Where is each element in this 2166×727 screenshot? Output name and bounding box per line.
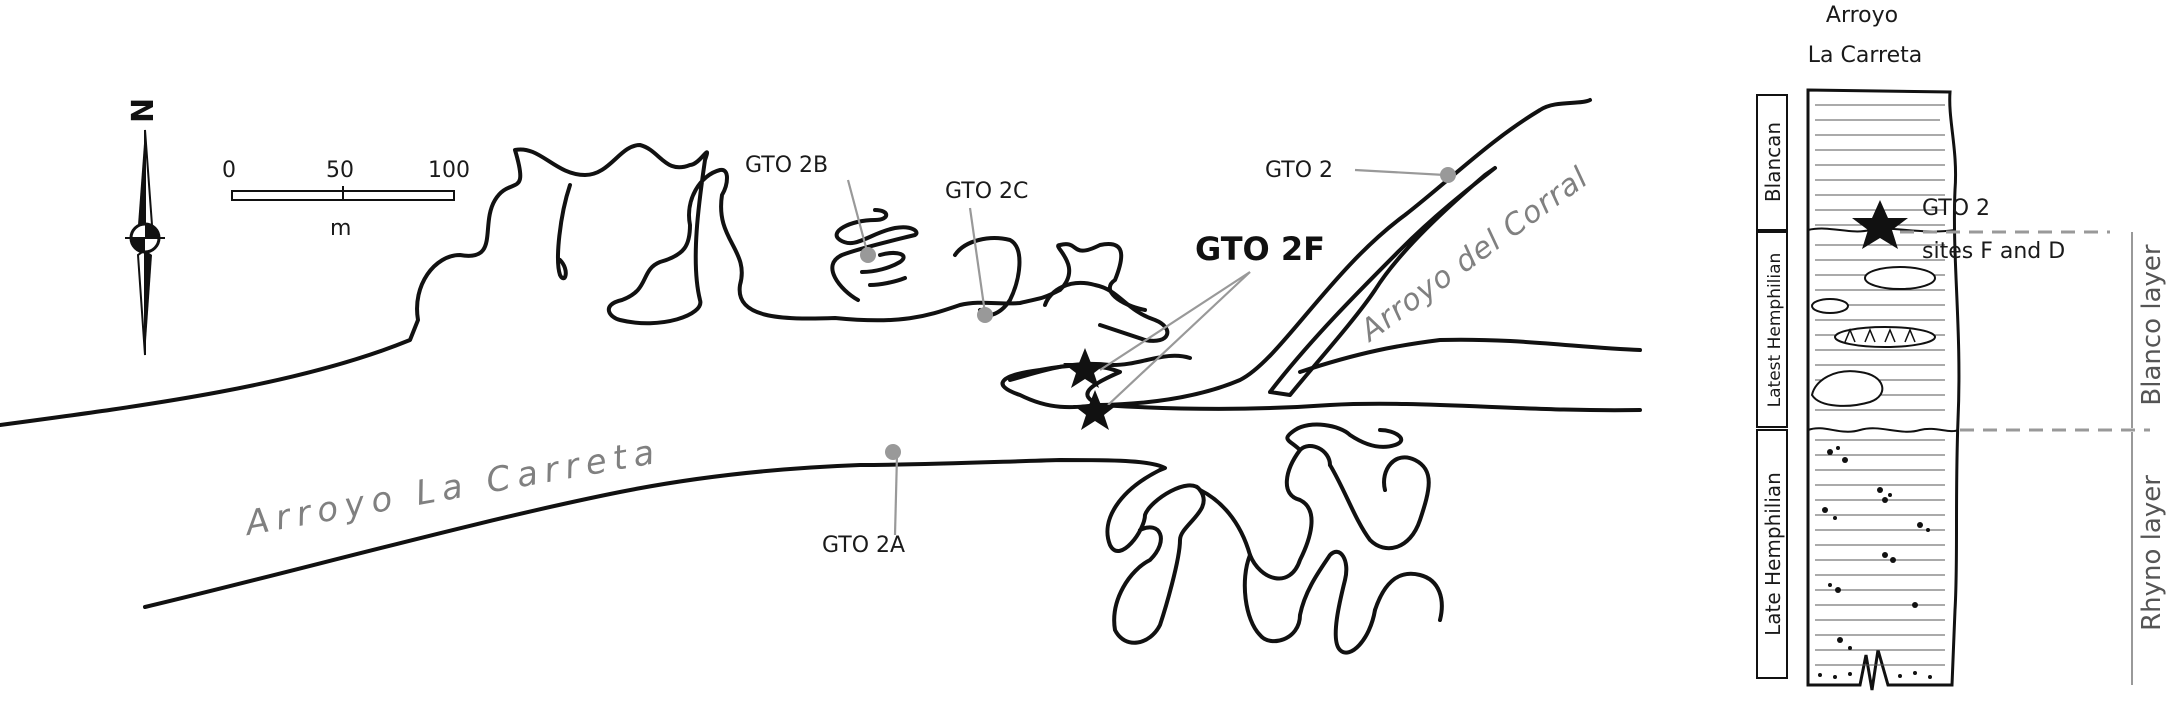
north-arrow-icon: N — [125, 98, 165, 356]
label-gto2b: GTO 2B — [745, 153, 828, 178]
star-icon — [1063, 348, 1107, 388]
south-inlets-outline — [1105, 468, 1206, 645]
river-label-la-carreta: Arroyo La Carreta — [241, 431, 664, 544]
star-icon — [1073, 390, 1117, 430]
corral-bank-b — [1268, 166, 1497, 397]
age-late-hemphilian: Late Hemphilian — [1761, 472, 1785, 636]
label-gto2c: GTO 2C — [945, 179, 1028, 204]
site-leaders — [846, 167, 1456, 536]
layer-blanco: Blanco layer — [2137, 244, 2166, 405]
scale-tick-0: 0 — [222, 158, 236, 183]
river-label-del-corral: Arroyo del Corral — [1353, 160, 1595, 350]
site-dot-gto2a — [885, 444, 901, 460]
column-title-line2: La Carreta — [1808, 43, 1922, 68]
label-gto2f: GTO 2F — [1195, 230, 1325, 268]
island-outline — [1000, 363, 1122, 410]
site-dot-gto2c — [977, 307, 993, 323]
north-bank-outline — [0, 143, 1147, 427]
outcrop-outlines — [0, 98, 1642, 655]
south-bank-outline — [143, 458, 1167, 609]
column-title-line1: Arroyo — [1826, 3, 1898, 28]
corral-bank-a — [1098, 98, 1592, 407]
scale-unit: m — [330, 216, 351, 241]
column-site-line2: sites F and D — [1922, 239, 2065, 264]
label-gto2a: GTO 2A — [822, 533, 905, 558]
stratigraphic-column: Arroyo La Carreta Blancan Latest Hemphil… — [1756, 3, 2166, 691]
label-gto2: GTO 2 — [1265, 158, 1333, 183]
channel-north-edge — [1008, 353, 1192, 382]
site-dot-gto2b — [860, 247, 876, 263]
column-site-line1: GTO 2 — [1922, 196, 1990, 221]
layer-rhyno: Rhyno layer — [2137, 475, 2166, 631]
site-dot-gto2 — [1440, 167, 1456, 183]
channel-south-edge — [1098, 401, 1642, 413]
north-letter: N — [126, 98, 161, 123]
star-icon — [1852, 200, 1908, 249]
scale-tick-50: 50 — [326, 158, 354, 183]
age-blancan: Blancan — [1761, 122, 1785, 202]
scale-bar: 0 50 100 m — [222, 158, 470, 241]
gto2f-stars — [1063, 348, 1117, 430]
age-latest-hemphilian: Latest Hemphilian — [1765, 253, 1785, 408]
scale-tick-100: 100 — [428, 158, 470, 183]
